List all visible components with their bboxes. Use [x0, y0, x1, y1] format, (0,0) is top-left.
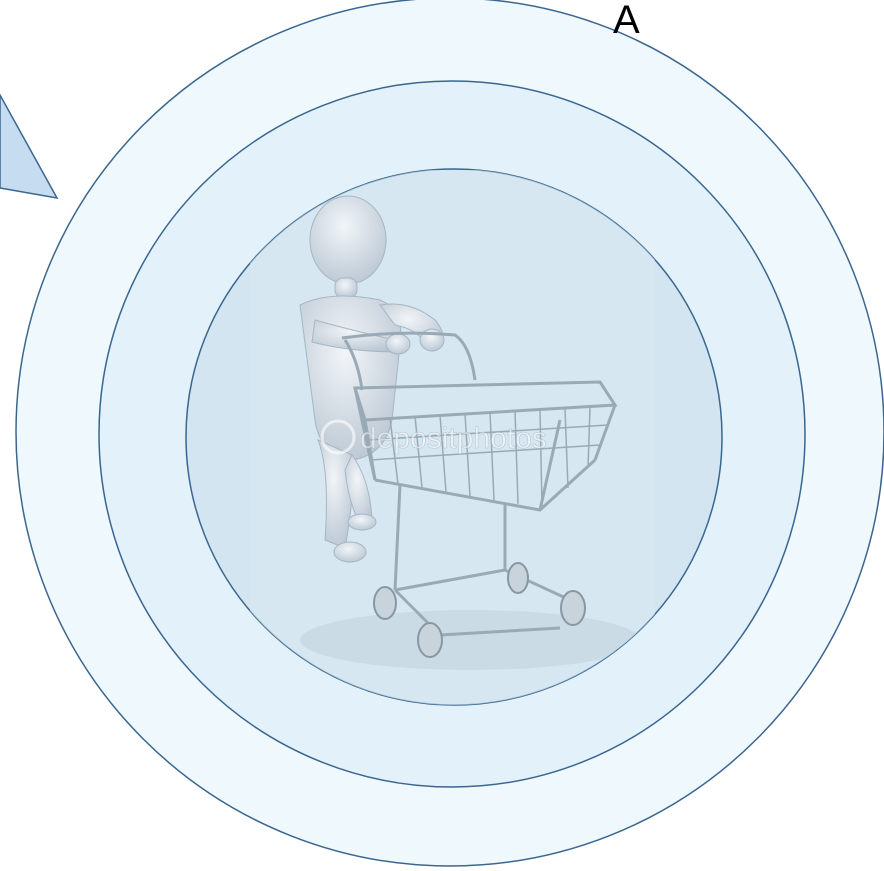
watermark: depositphotos	[320, 419, 547, 455]
watermark-text: depositphotos	[360, 422, 547, 455]
shopping-cart-figure-image: depositphotos	[250, 170, 655, 705]
cart-wheels	[373, 562, 586, 658]
triangle-pointer-shape	[0, 93, 59, 200]
shopping-cart	[341, 331, 618, 637]
label-a: A	[613, 0, 640, 42]
